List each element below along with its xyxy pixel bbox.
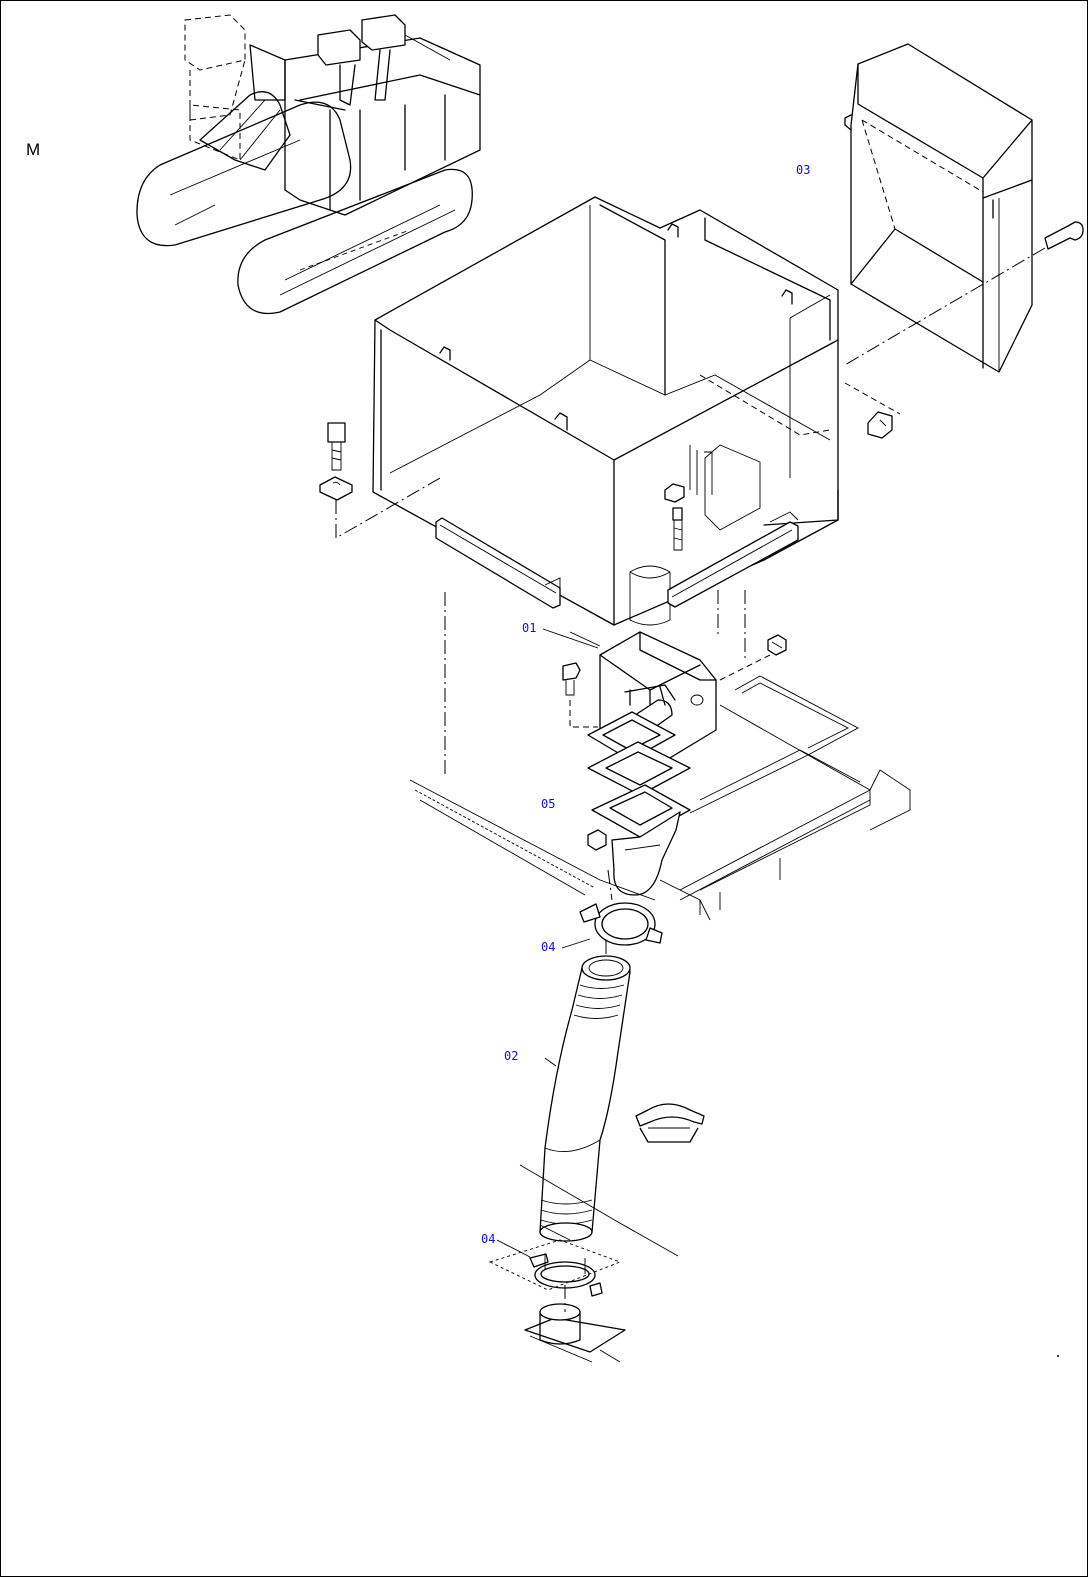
gasket-upper bbox=[587, 711, 676, 761]
callout-part-05[interactable]: 05 bbox=[541, 797, 556, 811]
excavator-overview bbox=[136, 14, 481, 315]
mounting-rail-right bbox=[667, 511, 799, 608]
callout-part-04-upper[interactable]: 04 bbox=[541, 940, 556, 954]
assembly-lines bbox=[444, 590, 746, 1312]
bolt-left bbox=[319, 422, 441, 539]
flexible-hose-part-02 bbox=[539, 955, 631, 1242]
callout-part-01[interactable]: 01 bbox=[522, 621, 537, 635]
hose-clamp-upper bbox=[579, 902, 663, 946]
floor-outlet bbox=[488, 1239, 626, 1363]
cover-part-03 bbox=[844, 43, 1033, 373]
bolt-adapter bbox=[587, 829, 607, 851]
gasket-middle bbox=[587, 741, 691, 796]
cover-bolt bbox=[842, 221, 1084, 367]
spare-clamp bbox=[635, 1103, 705, 1143]
callout-part-03[interactable]: 03 bbox=[796, 163, 811, 177]
stray-mark bbox=[1057, 1355, 1059, 1357]
base-frame bbox=[409, 675, 911, 921]
mounting-rail-left bbox=[435, 517, 561, 609]
nut-right bbox=[844, 382, 901, 439]
nut-controller bbox=[719, 634, 787, 681]
bolt-controller bbox=[562, 662, 598, 728]
callout-part-04-lower[interactable]: 04 bbox=[481, 1232, 496, 1246]
view-letter: M bbox=[26, 140, 41, 159]
hose-clamp-lower bbox=[529, 1253, 603, 1297]
box-housing bbox=[372, 196, 839, 626]
duct-adapter bbox=[591, 784, 691, 896]
callout-part-02[interactable]: 02 bbox=[504, 1049, 519, 1063]
bolt-front bbox=[664, 483, 685, 551]
leader-lines bbox=[496, 628, 599, 1258]
